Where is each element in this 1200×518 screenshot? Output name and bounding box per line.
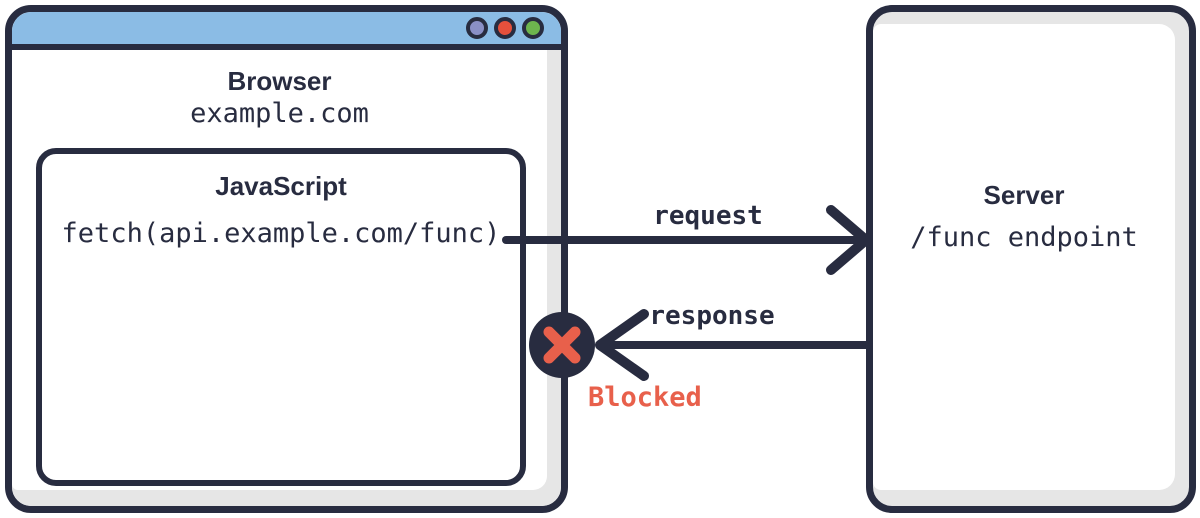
- window-control-dot-red-icon: [494, 17, 516, 39]
- request-arrowhead-icon: [826, 205, 871, 275]
- window-control-dot-purple-icon: [466, 17, 488, 39]
- window-control-dot-green-icon: [522, 17, 544, 39]
- javascript-box-title: JavaScript: [215, 171, 347, 201]
- browser-content: Browser example.com JavaScript fetch(api…: [12, 50, 561, 506]
- browser-label: Browser: [227, 66, 332, 96]
- blocked-label: Blocked: [588, 382, 702, 413]
- server-label: Server: [983, 180, 1065, 210]
- browser-titlebar: [12, 12, 561, 50]
- javascript-box: JavaScript fetch(api.example.com/func): [36, 148, 526, 486]
- response-label: response: [649, 301, 775, 331]
- fetch-code-text: fetch(api.example.com/func): [61, 218, 501, 249]
- browser-window: Browser example.com JavaScript fetch(api…: [5, 5, 568, 513]
- server-box: Server /func endpoint: [866, 5, 1196, 513]
- server-endpoint-label: /func endpoint: [910, 222, 1138, 253]
- server-panel: [873, 24, 1175, 490]
- browser-origin-label: example.com: [190, 98, 369, 129]
- request-label: request: [653, 201, 763, 231]
